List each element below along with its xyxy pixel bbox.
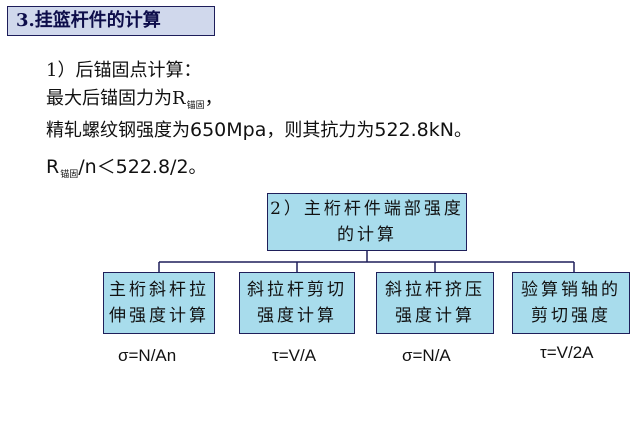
- step-1-heading: 1）后锚固点计算：: [46, 60, 202, 81]
- section-title: 3.挂篮杆件的计算: [7, 6, 215, 36]
- inequality-R: R: [46, 156, 60, 178]
- formula-pin: τ=V/2A: [540, 343, 594, 362]
- resistance-value: 522.8kN: [374, 119, 454, 141]
- punctuation: ，: [204, 88, 223, 109]
- anchor-subscript: 锚固: [186, 101, 205, 111]
- steel-strength-mid: ，则其抗力为: [266, 120, 375, 141]
- child-box-bearing: 斜拉杆挤压强度计算: [376, 272, 494, 334]
- formula-bearing: σ=N/A: [402, 346, 451, 365]
- formula-shear: τ=V/A: [272, 346, 317, 365]
- inequality-line: R锚固/n＜522.8/2。: [46, 152, 207, 180]
- max-anchor-force-text: 最大后锚固力为R: [46, 88, 186, 109]
- inequality-subscript: 锚固: [60, 170, 79, 180]
- child-box-pin: 验算销轴的剪切强度: [512, 272, 630, 334]
- punctuation: 。: [188, 157, 207, 178]
- child-box-shear: 斜拉杆剪切强度计算: [239, 272, 355, 334]
- max-anchor-force-line: 最大后锚固力为R锚固，: [46, 84, 223, 111]
- formula-tension: σ=N/An: [118, 346, 177, 365]
- steel-strength-pre: 精轧螺纹钢强度为: [46, 120, 190, 141]
- punctuation: 。: [453, 120, 472, 141]
- root-box: 2）主桁杆件端部强度的计算: [267, 193, 467, 251]
- steel-strength-line: 精轧螺纹钢强度为650Mpa，则其抗力为522.8kN。: [46, 116, 472, 142]
- inequality-expression: /n＜522.8/2: [78, 156, 189, 178]
- child-box-tension: 主桁斜杆拉伸强度计算: [103, 272, 215, 334]
- steel-strength-value: 650Mpa: [190, 119, 267, 141]
